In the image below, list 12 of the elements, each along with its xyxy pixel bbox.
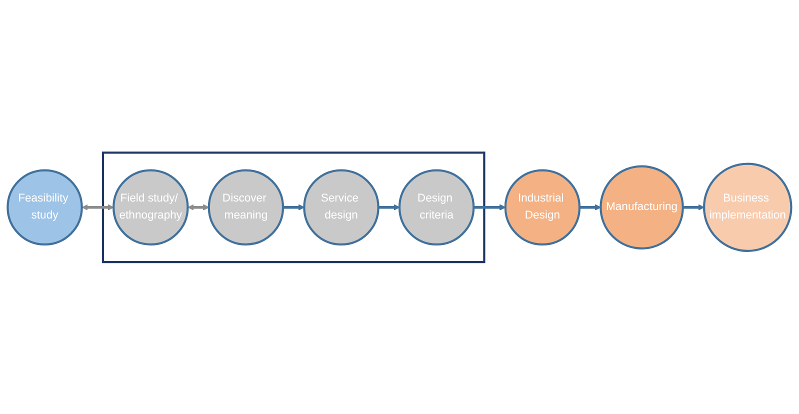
arrow: [580, 204, 601, 210]
arrow: [283, 204, 304, 210]
node-circle: Manufacturing: [600, 164, 684, 250]
arrow: [682, 204, 704, 210]
node-circle: Industrial Design: [504, 168, 581, 246]
arrow: [474, 204, 506, 210]
node-circle: Business implementation: [703, 162, 792, 252]
arrow: [378, 204, 400, 210]
arrow: [188, 204, 210, 210]
cluster: [102, 151, 486, 263]
node-circle: Feasibility study: [6, 168, 83, 246]
arrow: [82, 204, 114, 210]
